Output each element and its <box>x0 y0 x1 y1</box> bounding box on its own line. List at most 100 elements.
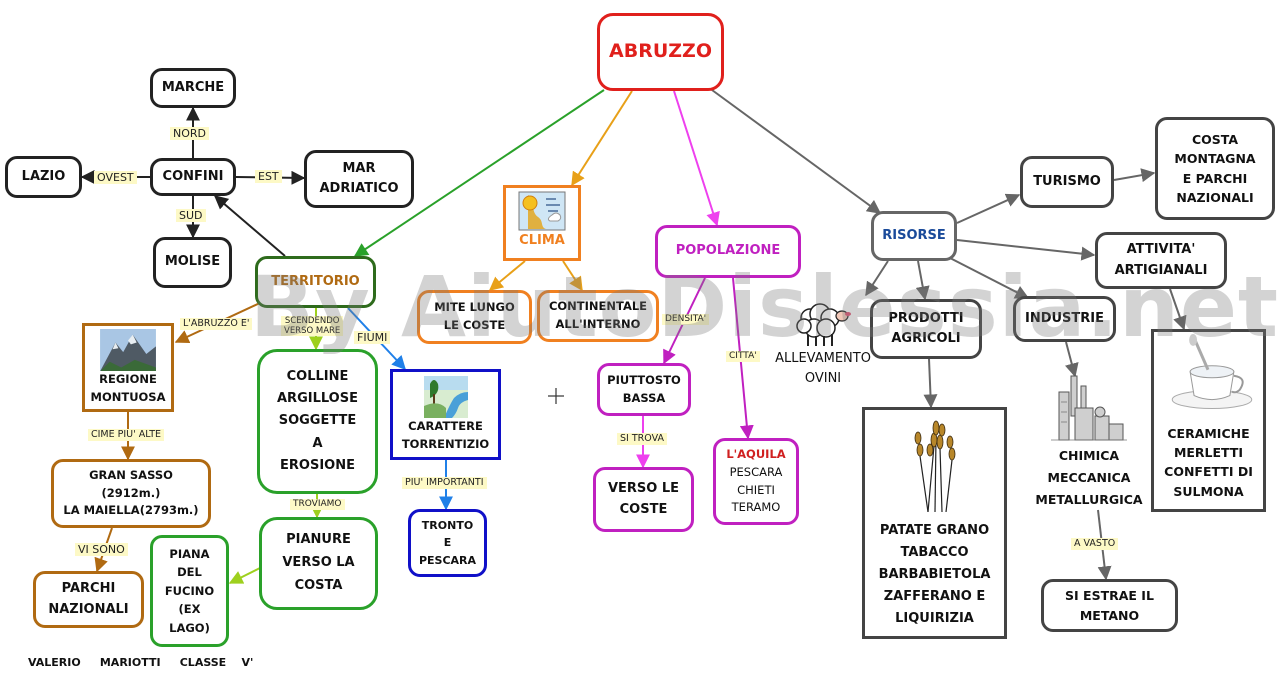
node-pianure-label: PIANURE VERSO LA COSTA <box>282 532 355 593</box>
edge-industrie-factory <box>1065 341 1079 378</box>
node-mite[interactable]: MITE LUNGO LE COSTE <box>417 290 532 344</box>
node-aquila-label: L'AQUILA <box>726 446 786 461</box>
edge-label-sitrova: SI TROVA <box>617 433 667 445</box>
node-popolazione-label: POPOLAZIONE <box>675 243 781 259</box>
author-credit: VALERIO MARIOTTI CLASSE V' <box>28 656 254 669</box>
node-patate-label: PATATE GRANO TABACCO BARBABIETOLA ZAFFER… <box>878 522 991 626</box>
node-marche[interactable]: MARCHE <box>150 68 236 108</box>
edge-abruzzo-clima <box>571 90 633 187</box>
node-tronto-label: TRONTO E PESCARA <box>418 519 477 567</box>
node-turismo-label: TURISMO <box>1033 173 1101 189</box>
node-colline[interactable]: COLLINE ARGILLOSE SOGGETTE A EROSIONE <box>257 349 378 494</box>
river-landscape-icon <box>423 376 468 418</box>
edge-risorse-prodotti <box>915 260 930 301</box>
node-pianure[interactable]: PIANURE VERSO LA COSTA <box>259 517 378 610</box>
node-confini[interactable]: CONFINI <box>150 158 236 196</box>
edge-risorse-attivita <box>956 239 1096 261</box>
node-mar-adriatico[interactable]: MAR ADRIATICO <box>304 150 414 208</box>
node-lazio-label: LAZIO <box>21 168 66 184</box>
node-ceramiche[interactable]: CERAMICHE MERLETTI CONFETTI DI SULMONA <box>1151 329 1266 512</box>
node-parchi-label: PARCHI NAZIONALI <box>48 581 129 617</box>
node-lazio[interactable]: LAZIO <box>5 156 82 198</box>
wheat-icon <box>914 420 955 512</box>
node-abruzzo[interactable]: ABRUZZO <box>597 13 724 91</box>
sheep-icon <box>796 303 851 346</box>
edge-abruzzo-territorio <box>353 89 605 257</box>
weather-map-icon <box>518 191 566 231</box>
node-mite-label: MITE LUNGO LE COSTE <box>434 300 515 332</box>
mountain-icon <box>100 329 156 372</box>
node-clima[interactable]: CLIMA <box>503 185 581 261</box>
node-costa[interactable]: COSTA MONTAGNA E PARCHI NAZIONALI <box>1155 117 1275 220</box>
node-piuttosto-bassa[interactable]: PIUTTOSTO BASSA <box>597 363 691 416</box>
edge-abruzzo-popolazione <box>673 90 720 227</box>
edge-label-visono: VI SONO <box>75 543 128 556</box>
node-prodotti-agricoli[interactable]: PRODOTTI AGRICOLI <box>870 299 982 359</box>
node-parchi-nazionali[interactable]: PARCHI NAZIONALI <box>33 571 144 628</box>
edge-label-troviamo: TROVIAMO <box>290 499 345 510</box>
node-costa-label: COSTA MONTAGNA E PARCHI NAZIONALI <box>1174 131 1256 205</box>
crosshair-mark <box>548 388 564 404</box>
edge-label-citta: CITTA' <box>726 351 760 362</box>
edge-label-avasto: A VASTO <box>1071 538 1119 550</box>
node-patate[interactable]: PATATE GRANO TABACCO BARBABIETOLA ZAFFER… <box>862 407 1007 639</box>
allevamento-ovini-text: ALLEVAMENTO OVINI <box>775 351 871 386</box>
edge-turismo-costa <box>1113 168 1156 183</box>
node-metano[interactable]: SI ESTRAE IL METANO <box>1041 579 1178 632</box>
edge-risorse-turismo <box>956 193 1021 224</box>
node-piana-fucino[interactable]: PIANA DEL FUCINO (EX LAGO) <box>150 535 229 647</box>
node-molise[interactable]: MOLISE <box>153 237 232 288</box>
node-ceramiche-label: CERAMICHE MERLETTI CONFETTI DI SULMONA <box>1164 425 1253 499</box>
node-prodotti-label: PRODOTTI AGRICOLI <box>888 310 964 346</box>
edge-label-densita: DENSITA' <box>662 314 710 325</box>
node-territorio-label: TERRITORIO <box>271 273 360 289</box>
node-citta[interactable]: L'AQUILA PESCARA CHIETI TERAMO <box>713 438 799 525</box>
edge-label-scendendo: SCENDENDO VERSO MARE <box>281 316 344 336</box>
node-carattere-label: CARATTERE TORRENTIZIO <box>401 419 490 451</box>
node-colline-label: COLLINE ARGILLOSE SOGGETTE A EROSIONE <box>277 369 358 473</box>
edge-prodotti-patate <box>923 358 938 409</box>
node-carattere[interactable]: CARATTERE TORRENTIZIO <box>390 369 501 460</box>
node-marche-label: MARCHE <box>161 79 225 95</box>
node-risorse[interactable]: RISORSE <box>871 211 957 261</box>
teacup-icon <box>1171 334 1252 410</box>
factory-icon <box>1051 375 1127 441</box>
node-versocoste-label: VERSO LE COSTE <box>607 481 680 517</box>
watermark: By AiutoDislessia.net <box>250 258 1280 356</box>
node-aquila-sub: PESCARA CHIETI TERAMO <box>729 464 783 515</box>
node-attivita-label: ATTIVITA' ARTIGIANALI <box>1114 242 1208 278</box>
node-risorse-label: RISORSE <box>882 227 946 243</box>
edge-label-est: EST <box>255 170 282 183</box>
node-industrie[interactable]: INDUSTRIE <box>1013 296 1116 342</box>
edge-label-sud: SUD <box>176 209 206 222</box>
edge-label-piuimportanti: PIU' IMPORTANTI <box>402 477 487 489</box>
node-mar-label: MAR ADRIATICO <box>319 160 399 196</box>
edge-risorse-industrie <box>949 257 1030 299</box>
edge-label-fiumi: FIUMI <box>354 331 391 344</box>
node-abruzzo-label: ABRUZZO <box>609 40 712 63</box>
node-gran-sasso[interactable]: GRAN SASSO (2912m.) LA MAIELLA(2793m.) <box>51 459 211 528</box>
node-confini-label: CONFINI <box>162 168 224 184</box>
node-verso-coste[interactable]: VERSO LE COSTE <box>593 467 694 532</box>
edge-abruzzo-risorse <box>711 89 882 214</box>
node-territorio[interactable]: TERRITORIO <box>255 256 376 308</box>
node-industrie-label: INDUSTRIE <box>1024 310 1105 326</box>
edge-pianure-piana <box>228 566 263 584</box>
node-bassa-label: PIUTTOSTO BASSA <box>607 372 681 405</box>
node-continentale[interactable]: CONTINENTALE ALL'INTERNO <box>537 290 659 342</box>
node-continentale-label: CONTINENTALE ALL'INTERNO <box>548 299 648 331</box>
node-molise-label: MOLISE <box>164 254 221 270</box>
node-tronto-pescara[interactable]: TRONTO E PESCARA <box>408 509 487 577</box>
edge-label-labruzzo: L'ABRUZZO E' <box>180 318 253 330</box>
node-popolazione[interactable]: POPOLAZIONE <box>655 225 801 278</box>
edge-territorio-confini <box>213 195 286 257</box>
node-attivita[interactable]: ATTIVITA' ARTIGIANALI <box>1095 232 1227 289</box>
node-clima-label: CLIMA <box>519 233 565 248</box>
node-regione-montuosa[interactable]: REGIONE MONTUOSA <box>82 323 174 412</box>
node-turismo[interactable]: TURISMO <box>1020 156 1114 208</box>
edge-clima-mite <box>488 260 526 291</box>
edge-attivita-ceramiche <box>1169 288 1187 331</box>
node-piana-label: PIANA DEL FUCINO (EX LAGO) <box>164 547 215 635</box>
edge-label-cime: CIME PIU' ALTE <box>88 429 165 441</box>
